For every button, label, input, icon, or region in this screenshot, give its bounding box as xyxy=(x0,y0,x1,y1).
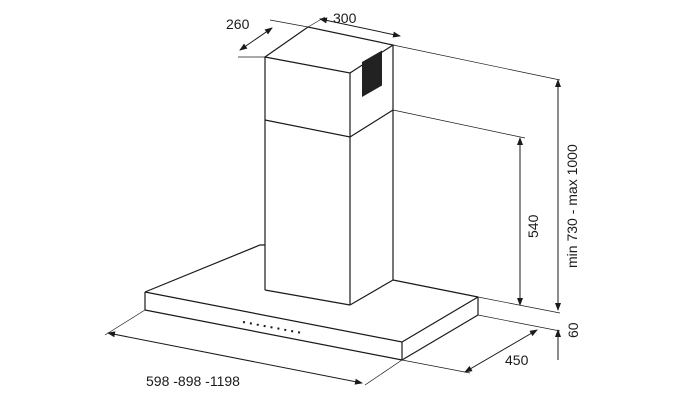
dim-canopy-width: 598 -898 -1198 xyxy=(146,373,240,389)
dim-total-height: min 730 - max 1000 xyxy=(564,144,580,268)
dim-canopy-height: 60 xyxy=(565,322,581,338)
dim-chimney-depth: 260 xyxy=(226,16,250,32)
vent-grille-icon xyxy=(362,50,382,97)
dimension-lines xyxy=(107,17,561,385)
dim-chimney-upper-height: 540 xyxy=(525,214,541,238)
chimney-lower xyxy=(264,109,394,306)
dim-canopy-depth: 450 xyxy=(505,352,529,368)
control-buttons-icon xyxy=(242,321,303,334)
canopy xyxy=(144,244,479,361)
dim-chimney-width: 300 xyxy=(333,10,357,26)
extension-lines xyxy=(104,16,561,386)
